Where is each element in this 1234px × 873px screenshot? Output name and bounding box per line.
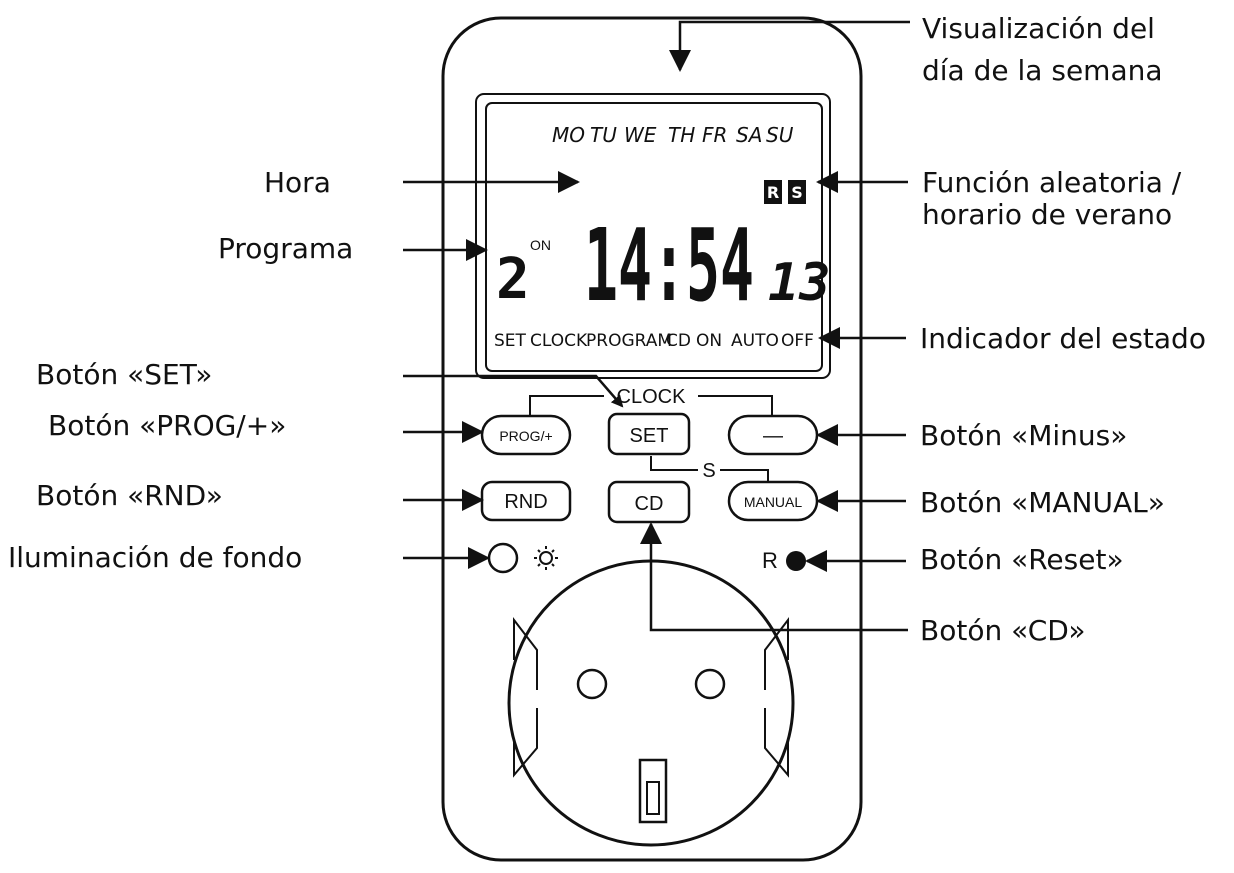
socket-earth-clip-left-top [513, 617, 538, 690]
backlight-control[interactable] [487, 542, 558, 574]
weekday-row: MO TU WE TH FR SA SU [552, 123, 794, 147]
s-group-label: S [702, 460, 715, 482]
status-clock: CLOCK [530, 331, 588, 351]
random-badge: R [767, 183, 779, 202]
hora-callout: Hora [264, 166, 331, 199]
cd-button[interactable]: CD [607, 480, 691, 524]
manual-button[interactable]: MANUAL [727, 480, 819, 522]
rnd-button[interactable]: RND [480, 480, 572, 522]
backlight-button[interactable] [487, 542, 519, 574]
status-off: OFF [781, 331, 814, 351]
status-set: SET [494, 331, 527, 351]
weekday-we: WE [624, 123, 657, 147]
backlight-callout: Iluminación de fondo [8, 541, 302, 574]
weekday-su: SU [766, 123, 794, 147]
weekday-callout-line [669, 20, 910, 72]
minus-callout: Botón «Minus» [920, 419, 1127, 452]
reset-control[interactable]: R [762, 548, 806, 573]
status-on: ON [696, 331, 722, 351]
reset-button[interactable] [786, 551, 806, 571]
prog-callout: Botón «PROG/+» [48, 409, 286, 442]
minus-label: — [763, 425, 783, 447]
weekday-sa: SA [736, 123, 762, 147]
weekday-callout-line2: día de la semana [922, 54, 1163, 87]
program-readout: 2 ON [496, 237, 551, 312]
socket-pin-hole-right [694, 668, 726, 700]
program-number: 2 [496, 247, 530, 312]
manual-label: MANUAL [744, 494, 803, 510]
socket-earth-clip-left-bottom [513, 708, 538, 778]
time-readout: 14:54 [584, 207, 754, 324]
reset-label: R [762, 548, 778, 573]
random-summer-badges: R S [764, 180, 806, 204]
weekday-tu: TU [590, 123, 617, 147]
manual-callout: Botón «MANUAL» [920, 486, 1165, 519]
random-badge-box [764, 180, 782, 204]
random-callout-line1: Función aleatoria / [922, 166, 1182, 199]
summer-badge-box [788, 180, 806, 204]
set-callout-line [403, 374, 624, 408]
clock-group-bracket: CLOCK [529, 386, 773, 416]
minus-button[interactable]: — [727, 414, 819, 456]
set-callout: Botón «SET» [36, 358, 212, 391]
schuko-socket [507, 559, 795, 847]
socket-pin-hole-left [576, 668, 608, 700]
weekday-mo: MO [552, 123, 585, 147]
socket-earth-clip-right-bottom [764, 708, 789, 778]
weekday-th: TH [668, 123, 695, 147]
prog-plus-button[interactable]: PROG/+ [480, 414, 572, 456]
random-callout-line2: horario de verano [922, 198, 1172, 231]
lcd-inner-frame [485, 102, 823, 372]
programa-callout: Programa [218, 232, 353, 265]
program-state: ON [530, 237, 551, 253]
cd-callout-line [640, 522, 908, 632]
rnd-label: RND [504, 491, 547, 513]
s-group-bracket: S [650, 456, 769, 482]
callout-lines [403, 20, 910, 632]
set-label: SET [630, 425, 669, 447]
status-auto: AUTO [731, 331, 779, 351]
socket-earth-clip-right-top [764, 617, 789, 690]
cd-label: CD [635, 493, 664, 515]
socket-child-lock-slot [646, 781, 660, 815]
status-row: SET CLOCK PROGRAM CD ON AUTO OFF [494, 331, 814, 351]
status-program: PROGRAM [586, 331, 672, 351]
cd-callout: Botón «CD» [920, 614, 1085, 647]
prog-plus-label: PROG/+ [499, 428, 552, 444]
callout-labels: Visualización del día de la semana Hora … [8, 12, 1206, 647]
seconds-readout: 13 [768, 253, 831, 313]
weekday-callout-line1: Visualización del [922, 12, 1155, 45]
rnd-callout: Botón «RND» [36, 479, 223, 512]
clock-group-label: CLOCK [617, 386, 687, 408]
timer-device: MO TU WE TH FR SA SU 14:54 2 ON R S 13 [441, 16, 863, 862]
set-button[interactable]: SET [607, 412, 691, 456]
weekday-fr: FR [702, 123, 727, 147]
lcd-display: MO TU WE TH FR SA SU 14:54 2 ON R S 13 [475, 93, 831, 379]
reset-callout: Botón «Reset» [920, 543, 1124, 576]
status-callout: Indicador del estado [920, 322, 1206, 355]
status-cd: CD [666, 331, 691, 351]
summer-badge: S [791, 183, 803, 202]
sun-icon [534, 546, 558, 570]
